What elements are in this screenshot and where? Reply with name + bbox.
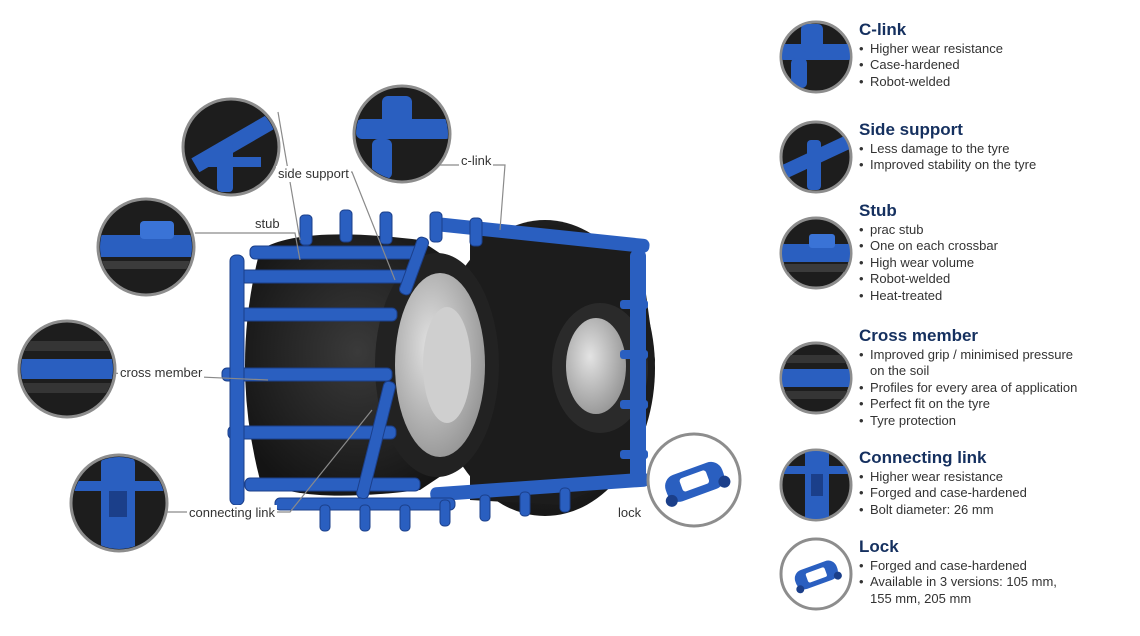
bullet-item: Less damage to the tyre — [859, 141, 1139, 158]
tyre-chain-illustration: side support c-link stub cross member co… — [17, 84, 742, 553]
connecting-link-bullets: Higher wear resistance Forged and case-h… — [859, 469, 1139, 519]
bullet-item: High wear volume — [859, 255, 1139, 272]
bullet-item: Higher wear resistance — [859, 469, 1139, 486]
side-support-closeup — [181, 97, 281, 197]
rear-tyre — [435, 220, 655, 516]
bullet-item: Profiles for every area of application — [859, 380, 1139, 397]
lock-title: Lock — [859, 537, 899, 556]
c-link-thumb-icon — [779, 20, 853, 94]
bullet-item: Bolt diameter: 26 mm — [859, 502, 1139, 519]
side-support-title: Side support — [859, 120, 963, 139]
callout-side-support: side support — [276, 166, 351, 182]
bullet-item: Robot-welded — [859, 74, 1139, 91]
stub-title: Stub — [859, 201, 897, 220]
leader-c-link — [430, 164, 506, 231]
front-chain — [221, 209, 571, 532]
bullet-item: Forged and case-hardened — [859, 485, 1139, 502]
cross-member-title: Cross member — [859, 326, 979, 345]
tyre-chain-drawing — [17, 84, 742, 553]
side-support-bullets: Less damage to the tyre Improved stabili… — [859, 141, 1139, 174]
bullet-continuation: 155 mm, 205 mm — [870, 590, 972, 606]
lock-bullets: Forged and case-hardened Available in 3 … — [859, 558, 1139, 607]
bullet-item: Perfect fit on the tyre — [859, 396, 1139, 413]
lock-closeup — [646, 432, 742, 528]
c-link-closeup — [352, 84, 452, 184]
stub-thumb-icon — [779, 216, 853, 290]
stub-bullets: prac stub One on each crossbar High wear… — [859, 222, 1139, 304]
cross-member-bullets: Improved grip / minimised pressure on th… — [859, 347, 1139, 429]
side-support-thumb-icon — [779, 120, 853, 194]
leader-stub — [195, 232, 301, 261]
cross-member-thumb-icon — [779, 341, 853, 415]
callout-lock: lock — [616, 505, 644, 521]
callout-stub: stub — [253, 216, 282, 232]
bullet-item: Heat-treated — [859, 288, 1139, 305]
callout-connecting-link: connecting link — [187, 505, 277, 521]
bullet-item: One on each crossbar — [859, 238, 1139, 255]
bullet-continuation: on the soil — [870, 363, 930, 379]
bullet-item: Forged and case-hardened — [859, 558, 1139, 575]
callout-c-link: c-link — [459, 153, 494, 169]
bullet-item: prac stub — [859, 222, 1139, 239]
bullet-item: Tyre protection — [859, 413, 1139, 430]
bullet-item: Improved grip / minimised pressure — [859, 347, 1139, 364]
lock-thumb-icon — [779, 537, 853, 611]
callout-cross-member: cross member — [118, 365, 205, 381]
c-link-title: C-link — [859, 20, 907, 39]
bullet-item: Robot-welded — [859, 271, 1139, 288]
bullet-item: Higher wear resistance — [859, 41, 1139, 58]
rear-chain — [430, 217, 650, 502]
bullet-item: Available in 3 versions: 105 mm, — [859, 574, 1139, 591]
connecting-link-title: Connecting link — [859, 448, 987, 467]
bullet-item: Case-hardened — [859, 57, 1139, 74]
connecting-link-closeup — [69, 453, 169, 553]
connecting-link-thumb-icon — [779, 448, 853, 522]
c-link-bullets: Higher wear resistance Case-hardened Rob… — [859, 41, 1139, 91]
stub-closeup — [96, 197, 196, 297]
bullet-item: Improved stability on the tyre — [859, 157, 1139, 174]
cross-member-closeup — [17, 319, 117, 419]
